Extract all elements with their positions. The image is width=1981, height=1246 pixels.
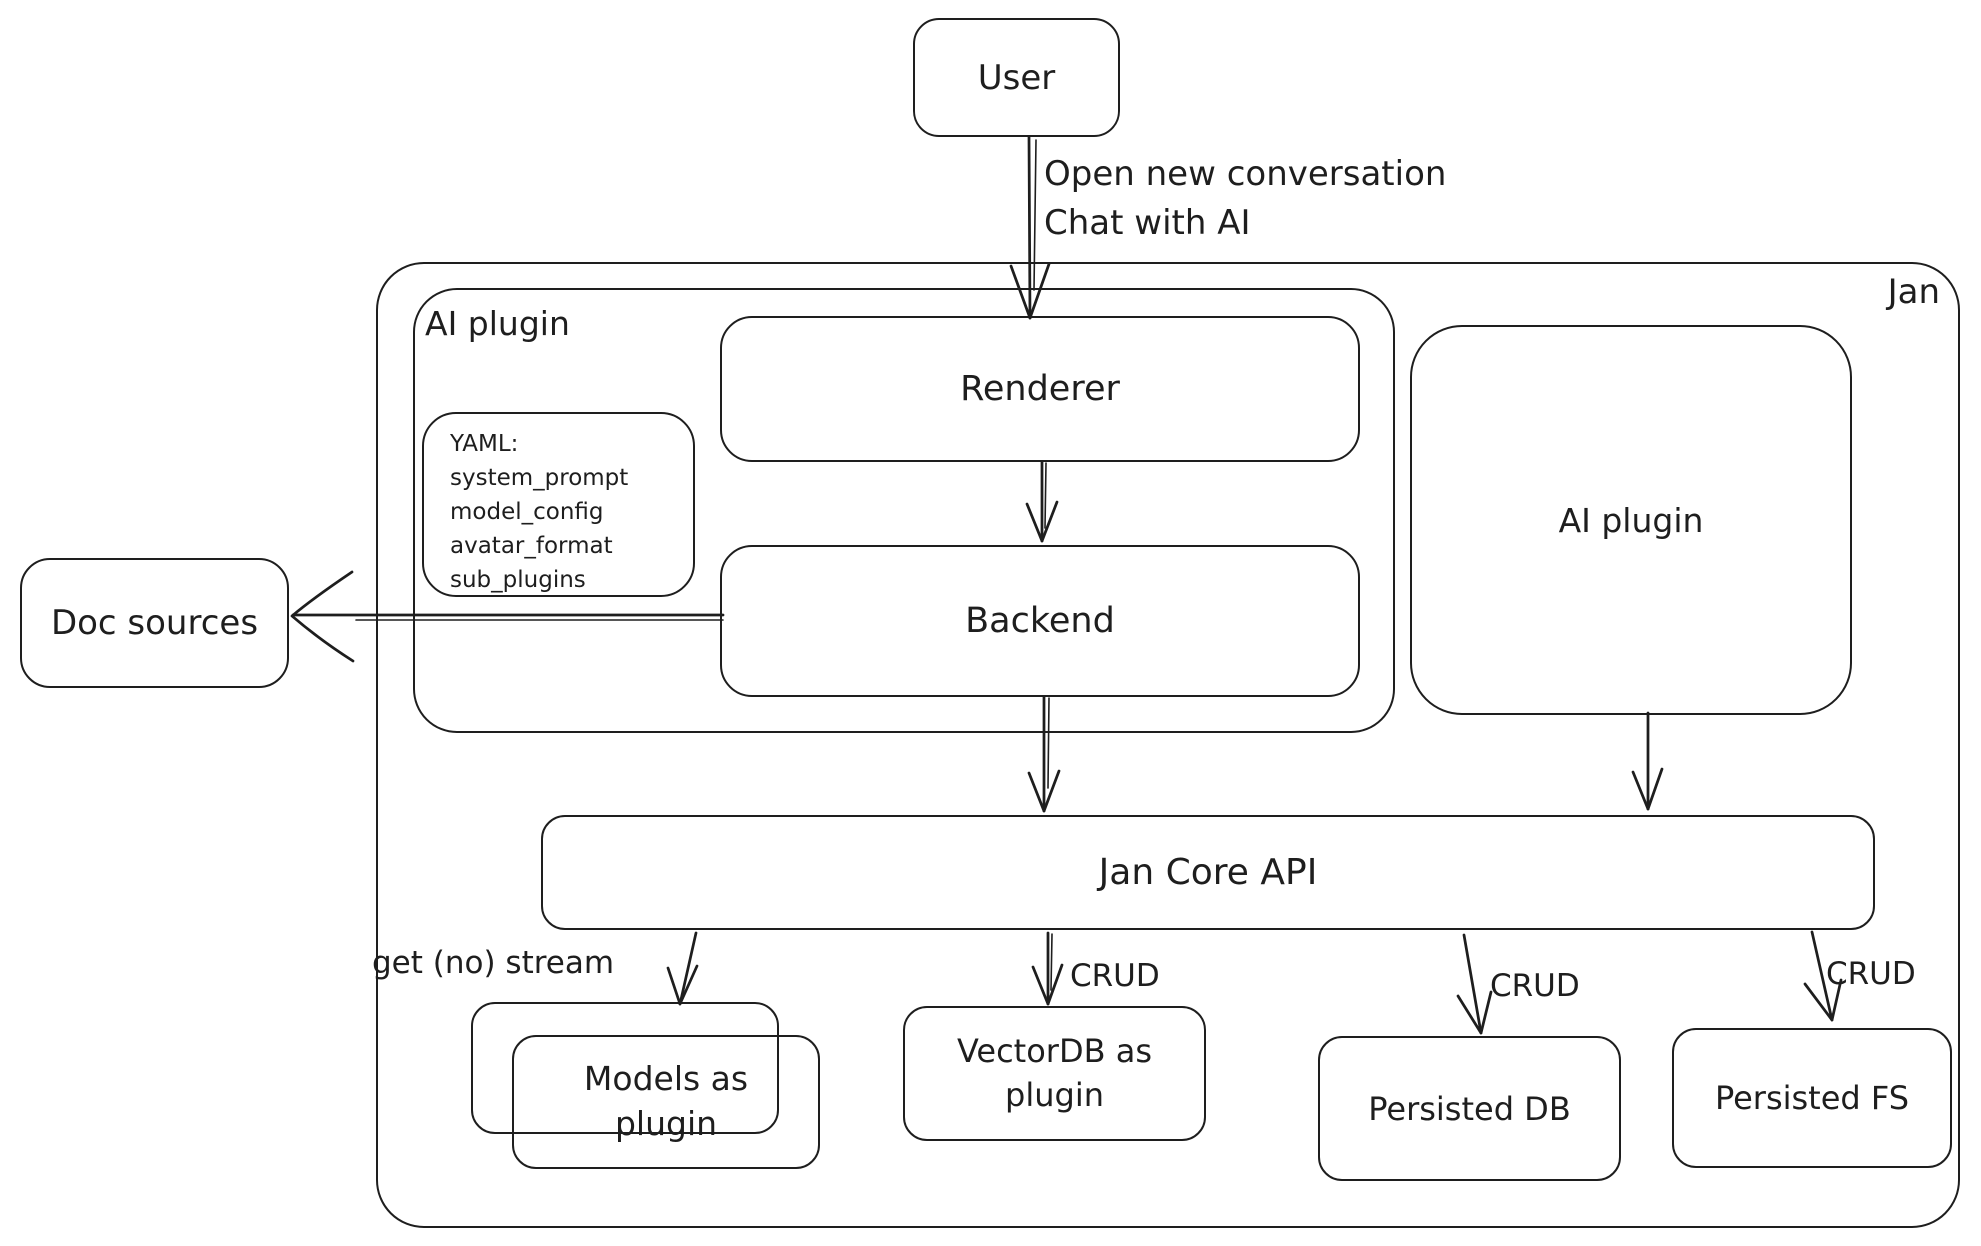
node-jan-core-api-label: Jan Core API (1098, 852, 1318, 893)
node-ai-plugin-right-label: AI plugin (1558, 500, 1704, 540)
node-persisted-fs-label: Persisted FS (1714, 1079, 1910, 1117)
node-doc-sources: Doc sources (20, 558, 289, 688)
node-backend: Backend (720, 545, 1360, 697)
yaml-line: system_prompt (450, 465, 629, 491)
node-persisted-db-label: Persisted DB (1368, 1089, 1571, 1128)
node-backend-label: Backend (965, 601, 1115, 641)
node-renderer-label: Renderer (960, 369, 1120, 409)
container-ai-plugin-group-label: AI plugin (425, 304, 570, 343)
node-persisted-fs: Persisted FS (1672, 1028, 1952, 1168)
yaml-note-text: YAML: system_prompt model_config avatar_… (424, 414, 693, 595)
node-user-label: User (977, 57, 1056, 98)
node-ai-plugin-right: AI plugin (1410, 325, 1852, 715)
yaml-line: YAML: (450, 431, 519, 457)
node-yaml-note: YAML: system_prompt model_config avatar_… (422, 412, 695, 597)
node-jan-core-api: Jan Core API (541, 815, 1875, 930)
edge-label-user-flow: Open new conversation Chat with AI (1044, 150, 1446, 248)
container-jan: Jan (376, 262, 1960, 1228)
container-jan-label: Jan (1887, 272, 1940, 312)
yaml-line: model_config (450, 499, 604, 525)
node-renderer: Renderer (720, 316, 1360, 462)
node-persisted-db: Persisted DB (1318, 1036, 1621, 1181)
edge-label-user-flow-line2: Chat with AI (1044, 203, 1251, 243)
edge-label-crud-persisted-db: CRUD (1490, 968, 1580, 1004)
node-models-as-plugin-label: Models as plugin (583, 1059, 749, 1143)
node-vectordb-as-plugin-label: VectorDB as plugin (956, 1032, 1152, 1114)
arrow-backend-to-doc-sources-head (290, 570, 355, 663)
edge-label-get-no-stream: get (no) stream (372, 945, 615, 981)
node-doc-sources-label: Doc sources (50, 603, 259, 643)
node-models-as-plugin-backbox (471, 1002, 779, 1134)
node-user: User (913, 18, 1120, 137)
edge-label-crud-vectordb: CRUD (1070, 958, 1160, 994)
yaml-line: avatar_format (450, 533, 613, 559)
edge-label-crud-persisted-fs: CRUD (1826, 956, 1916, 992)
yaml-line: sub_plugins (450, 567, 586, 593)
node-vectordb-as-plugin: VectorDB as plugin (903, 1006, 1206, 1141)
edge-label-user-flow-line1: Open new conversation (1044, 154, 1447, 194)
container-ai-plugin-group: AI plugin (413, 288, 1395, 733)
node-models-as-plugin: Models as plugin (512, 1035, 820, 1169)
